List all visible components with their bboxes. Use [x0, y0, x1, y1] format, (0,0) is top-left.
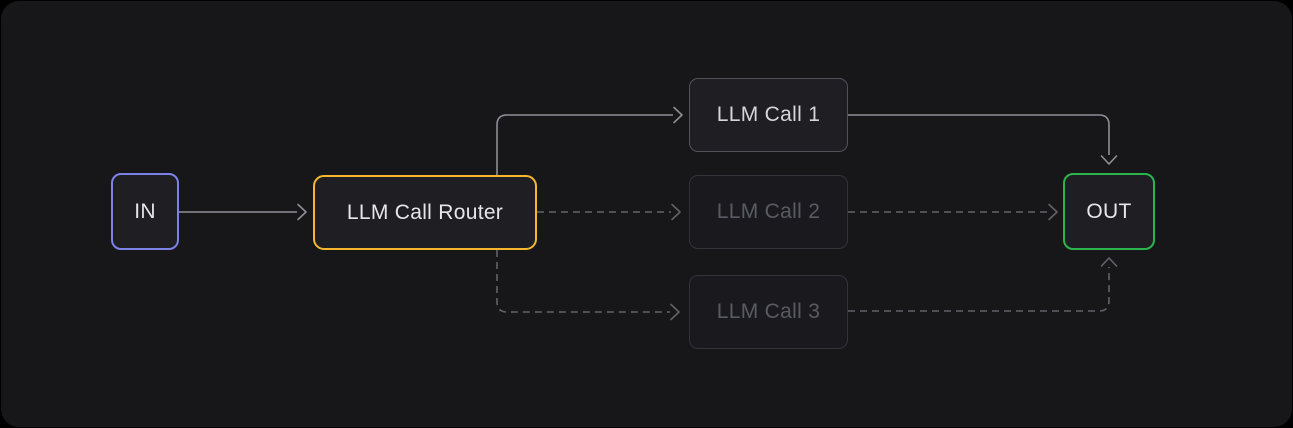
node-llm-call-router-label: LLM Call Router [346, 200, 504, 224]
node-llm-call-1-label: LLM Call 1 [716, 103, 821, 126]
node-llm-call-2: LLM Call 2 [689, 175, 848, 249]
node-out-label: OUT [1086, 199, 1132, 223]
node-llm-call-router: LLM Call Router [313, 175, 537, 250]
node-llm-call-2-label: LLM Call 2 [716, 200, 821, 223]
node-llm-call-3-label: LLM Call 3 [716, 300, 821, 323]
node-llm-call-1: LLM Call 1 [689, 78, 848, 152]
node-in: IN [111, 173, 179, 250]
node-in-label: IN [134, 199, 156, 223]
node-llm-call-3: LLM Call 3 [689, 275, 848, 349]
node-out: OUT [1063, 173, 1155, 250]
